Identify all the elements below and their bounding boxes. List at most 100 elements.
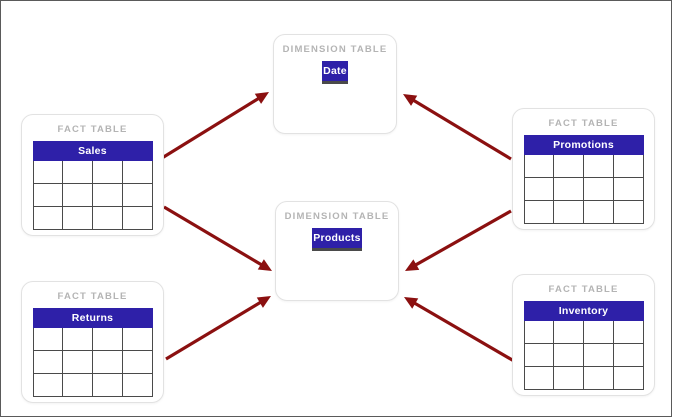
arrow-shaft	[411, 300, 515, 363]
table-card-date[interactable]: DIMENSION TABLE Date	[273, 34, 397, 134]
table-header-row: Products	[312, 228, 362, 248]
table-card-kind-label: FACT TABLE	[57, 291, 128, 302]
table-header-row: Promotions	[523, 135, 644, 155]
relationship-arrow-returns-products	[165, 296, 271, 361]
table-card-products[interactable]: DIMENSION TABLE Products	[275, 201, 399, 301]
table-cell	[121, 373, 153, 397]
table-row	[32, 350, 153, 374]
table-name-header: Date	[322, 61, 348, 81]
table-cell	[553, 343, 584, 367]
arrow-shaft	[412, 209, 512, 268]
table-card-inventory[interactable]: FACT TABLE Inventory	[512, 274, 655, 396]
table-card-returns[interactable]: FACT TABLE Returns	[21, 281, 164, 403]
table-cell	[612, 154, 644, 178]
table-cell	[62, 160, 93, 184]
arrow-shaft	[161, 95, 262, 160]
table-header-row: Sales	[32, 141, 153, 161]
table-cell	[612, 343, 644, 367]
table-cell	[62, 350, 93, 374]
table-cell	[92, 350, 123, 374]
table-cell	[330, 82, 340, 84]
table-cell	[121, 160, 153, 184]
arrow-head	[405, 259, 420, 271]
table-row	[523, 154, 644, 178]
table-cell	[328, 249, 346, 251]
table-cell	[523, 177, 555, 201]
table-row	[312, 249, 362, 251]
table-cell	[583, 366, 614, 390]
table-cell	[92, 160, 123, 184]
table-row	[32, 327, 153, 351]
table-row	[32, 183, 153, 207]
table-cell	[523, 154, 555, 178]
table-row	[32, 206, 153, 230]
table-cell	[523, 320, 555, 344]
table-grid-products: Products	[312, 228, 362, 251]
table-cell	[583, 320, 614, 344]
table-cell	[92, 327, 123, 351]
table-cell	[553, 154, 584, 178]
table-card-kind-label: DIMENSION TABLE	[284, 211, 390, 222]
table-row	[523, 320, 644, 344]
table-header-row: Returns	[32, 308, 153, 328]
table-cell	[32, 183, 64, 207]
table-row	[322, 82, 348, 84]
table-cell	[62, 183, 93, 207]
table-grid-returns: Returns	[32, 308, 153, 397]
arrow-head	[256, 296, 271, 308]
table-cell	[121, 206, 153, 230]
arrow-head	[403, 94, 418, 106]
arrow-head	[254, 92, 269, 104]
table-cell	[62, 327, 93, 351]
table-cell	[32, 206, 64, 230]
table-row	[32, 160, 153, 184]
table-cell	[32, 373, 64, 397]
table-row	[32, 373, 153, 397]
arrow-shaft	[165, 299, 264, 361]
table-cell	[612, 200, 644, 224]
table-row	[523, 343, 644, 367]
table-cell	[553, 200, 584, 224]
table-cell	[553, 320, 584, 344]
table-cell	[121, 327, 153, 351]
table-cell	[32, 327, 64, 351]
table-cell	[583, 154, 614, 178]
table-header-row: Date	[322, 61, 348, 81]
table-cell	[612, 320, 644, 344]
table-cell	[612, 177, 644, 201]
table-name-header: Sales	[32, 141, 153, 161]
table-cell	[344, 249, 362, 251]
relationship-arrow-sales-products	[163, 205, 272, 271]
table-cell	[62, 373, 93, 397]
table-cell	[583, 200, 614, 224]
table-cell	[583, 343, 614, 367]
relationship-arrow-inventory-products	[404, 297, 515, 363]
arrow-shaft	[410, 97, 512, 161]
table-cell	[32, 160, 64, 184]
table-card-kind-label: FACT TABLE	[548, 284, 619, 295]
table-card-kind-label: DIMENSION TABLE	[282, 44, 388, 55]
table-name-header: Returns	[32, 308, 153, 328]
table-row	[523, 177, 644, 201]
table-cell	[553, 177, 584, 201]
table-cell	[612, 366, 644, 390]
table-cell	[312, 249, 330, 251]
table-row	[523, 366, 644, 390]
table-row	[523, 200, 644, 224]
arrow-head	[404, 297, 419, 309]
relationship-arrow-promotions-date	[403, 94, 512, 161]
arrow-shaft	[163, 205, 265, 268]
table-cell	[523, 366, 555, 390]
relationship-arrow-sales-date	[161, 92, 269, 160]
table-cell	[121, 350, 153, 374]
table-grid-date: Date	[322, 61, 348, 84]
table-grid-inventory: Inventory	[523, 301, 644, 390]
table-grid-promotions: Promotions	[523, 135, 644, 224]
table-name-header: Promotions	[523, 135, 644, 155]
table-cell	[62, 206, 93, 230]
table-grid-sales: Sales	[32, 141, 153, 230]
table-cell	[121, 183, 153, 207]
